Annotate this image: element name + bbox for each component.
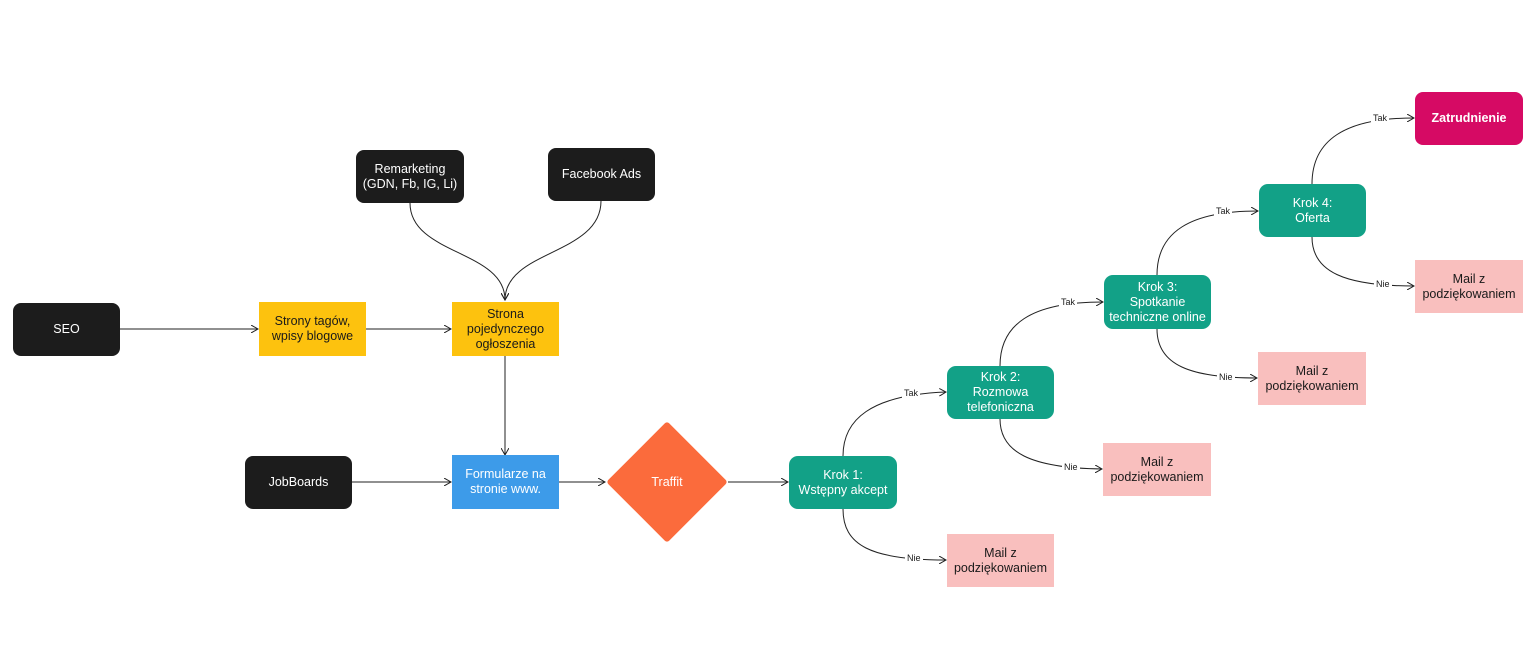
node-jobboards: JobBoards — [245, 456, 352, 509]
node-krok4: Krok 4: Oferta — [1259, 184, 1366, 237]
edge-krok2-to-mail2 — [999, 418, 1102, 469]
node-strona-ogloszenia: Strona pojedynczego ogłoszenia — [452, 302, 559, 356]
node-krok3: Krok 3: Spotkanie techniczne online — [1104, 275, 1211, 329]
edge-krok1-to-mail1 — [842, 508, 946, 560]
edge-remarketing-to-strona-ogloszenia — [409, 202, 505, 300]
edge-krok4-to-zatrudnienie — [1311, 118, 1414, 185]
edge-label-nie-krok4: Nie — [1374, 279, 1392, 290]
node-remarketing: Remarketing (GDN, Fb, IG, Li) — [356, 150, 464, 203]
edge-krok3-to-mail3 — [1156, 328, 1257, 378]
node-traffit: Traffit — [606, 421, 728, 543]
edge-krok1-to-krok2 — [842, 392, 946, 457]
node-mail-krok1: Mail z podziękowaniem — [947, 534, 1054, 587]
edge-facebook-ads-to-strona-ogloszenia — [505, 200, 602, 300]
node-traffit-label: Traffit — [651, 475, 683, 489]
node-facebook-ads: Facebook Ads — [548, 148, 655, 201]
edge-krok3-to-krok4 — [1156, 211, 1258, 276]
node-formularze: Formularze na stronie www. — [452, 455, 559, 509]
node-strony-tagow: Strony tagów, wpisy blogowe — [259, 302, 366, 356]
node-krok1: Krok 1: Wstępny akcept — [789, 456, 897, 509]
node-mail-krok3: Mail z podziękowaniem — [1258, 352, 1366, 405]
edge-label-tak-krok3: Tak — [1214, 206, 1233, 217]
node-zatrudnienie: Zatrudnienie — [1415, 92, 1523, 145]
edge-krok2-to-krok3 — [999, 302, 1103, 367]
edge-label-tak-krok4: Tak — [1371, 113, 1390, 124]
node-mail-krok4: Mail z podziękowaniem — [1415, 260, 1523, 313]
edge-label-nie-krok1: Nie — [905, 553, 923, 564]
node-krok2: Krok 2: Rozmowa telefoniczna — [947, 366, 1054, 419]
node-mail-krok2: Mail z podziękowaniem — [1103, 443, 1211, 496]
edge-krok4-to-mail4 — [1311, 236, 1414, 286]
edge-label-nie-krok2: Nie — [1062, 462, 1080, 473]
edge-label-nie-krok3: Nie — [1217, 372, 1235, 383]
node-seo: SEO — [13, 303, 120, 356]
edge-label-tak-krok1: Tak — [902, 388, 921, 399]
edge-label-tak-krok2: Tak — [1059, 297, 1078, 308]
